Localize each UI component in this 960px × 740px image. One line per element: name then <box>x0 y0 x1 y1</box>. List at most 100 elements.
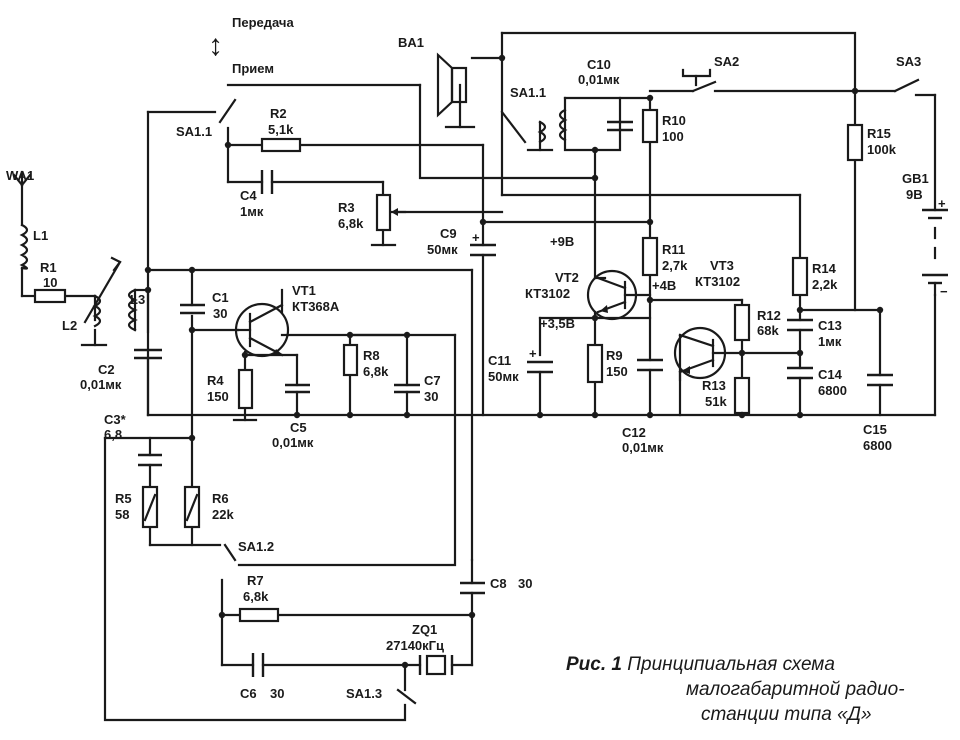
label-c6: C6 <box>240 686 257 701</box>
label-r1-value: 10 <box>43 275 57 290</box>
transistor-vt2 <box>586 269 652 321</box>
resistor-r14 <box>791 256 809 297</box>
label-r10: R10 <box>662 113 686 128</box>
label-r11-value: 2,7k <box>662 258 688 273</box>
label-c8-value: 30 <box>518 576 532 591</box>
label-r3: R3 <box>338 200 355 215</box>
coil-output <box>558 108 568 142</box>
label-gb1-value: 9В <box>906 187 923 202</box>
label-r14: R14 <box>812 261 837 276</box>
label-r8-value: 6,8k <box>363 364 389 379</box>
label-r3-value: 6,8k <box>338 216 364 231</box>
label-c10: C10 <box>587 57 611 72</box>
label-c1: C1 <box>212 290 229 305</box>
caption-line-2: малогабаритной радио- <box>686 679 905 700</box>
label-c11-value: 50мк <box>488 369 519 384</box>
capacitor-c2 <box>134 348 162 360</box>
label-gb1: GB1 <box>902 171 929 186</box>
label-vt1-type: КТ368А <box>292 299 340 314</box>
label-c9-value: 50мк <box>427 242 458 257</box>
label-r10-value: 100 <box>662 129 684 144</box>
label-c5: C5 <box>290 420 307 435</box>
label-r15-value: 100k <box>867 142 897 157</box>
label-c12: C12 <box>622 425 646 440</box>
resistor-r10 <box>641 108 659 144</box>
label-r7: R7 <box>247 573 264 588</box>
label-vt1: VT1 <box>292 283 316 298</box>
l2-tuning-arrow <box>83 260 122 324</box>
l2-tuning-mark <box>110 256 122 272</box>
coil-l1 <box>19 223 29 270</box>
resistor-r13 <box>733 376 751 415</box>
label-transmit: Передача <box>232 15 294 30</box>
resistor-r5 <box>141 485 159 529</box>
label-r5-value: 58 <box>115 507 129 522</box>
label-voltage-9v: +9В <box>550 234 574 249</box>
figure-caption: Рис. 1 Принципиальная схема малогабаритн… <box>566 652 946 727</box>
label-c4-value: 1мк <box>240 204 264 219</box>
label-ba1: BA1 <box>398 35 424 50</box>
transistor-vt3 <box>673 326 727 382</box>
c11-plus-mark: + <box>529 346 537 361</box>
label-receive: Прием <box>232 61 274 76</box>
label-voltage-4v: +4В <box>652 278 676 293</box>
resistor-r7 <box>238 607 280 623</box>
label-r11: R11 <box>662 242 685 257</box>
figure-number: Рис. 1 <box>566 654 622 675</box>
label-vt3-type: КТ3102 <box>695 274 740 289</box>
label-sa3: SA3 <box>896 54 921 69</box>
c9-plus-mark: + <box>472 230 480 245</box>
label-wa1: WA1 <box>6 168 34 183</box>
label-r9: R9 <box>606 348 623 363</box>
label-c2-value: 0,01мк <box>80 377 122 392</box>
junction-dots <box>144 54 884 669</box>
switch-sa2 <box>681 68 717 93</box>
resistor-r8 <box>342 343 359 377</box>
label-sa2: SA2 <box>714 54 739 69</box>
label-c14: C14 <box>818 367 843 382</box>
capacitor-c4 <box>260 170 274 194</box>
label-c6-value: 30 <box>270 686 284 701</box>
label-c3: C3* <box>104 412 127 427</box>
label-r14-value: 2,2k <box>812 277 838 292</box>
caption-line-1: Рис. 1 Принципиальная схема <box>566 652 946 677</box>
updown-arrow-icon: ↕ <box>208 29 223 62</box>
label-l3: L3 <box>130 292 145 307</box>
label-r6: R6 <box>212 491 229 506</box>
label-r4: R4 <box>207 373 224 388</box>
label-sa1-1-right: SA1.1 <box>510 85 546 100</box>
capacitor-c5 <box>285 383 310 394</box>
resistor-r9 <box>586 343 604 384</box>
resistor-r4 <box>237 368 254 410</box>
label-c13-value: 1мк <box>818 334 842 349</box>
label-r9-value: 150 <box>606 364 628 379</box>
label-zq1-value: 27140кГц <box>386 638 444 653</box>
label-r4-value: 150 <box>207 389 229 404</box>
label-c13: C13 <box>818 318 842 333</box>
resistor-r11 <box>641 236 659 277</box>
crystal-zq1 <box>418 654 454 676</box>
capacitor-c11 <box>527 360 553 374</box>
capacitor-c15 <box>867 373 893 387</box>
label-c11: C11 <box>488 353 511 368</box>
label-c5-value: 0,01мк <box>272 435 314 450</box>
label-sa1-2: SA1.2 <box>238 539 274 554</box>
label-r2-value: 5,1k <box>268 122 294 137</box>
coil-sa1-1 <box>537 120 547 144</box>
label-c2: C2 <box>98 362 115 377</box>
label-c12-value: 0,01мк <box>622 440 664 455</box>
label-r2: R2 <box>270 106 287 121</box>
label-r15: R15 <box>867 126 891 141</box>
capacitor-c13 <box>787 318 813 332</box>
gb1-plus-mark: + <box>938 196 946 211</box>
label-c7-value: 30 <box>424 389 438 404</box>
resistor-r15 <box>846 123 864 162</box>
gb1-minus-mark: − <box>940 284 948 299</box>
label-c4: C4 <box>240 188 257 203</box>
label-r13-value: 51k <box>705 394 727 409</box>
label-c10-value: 0,01мк <box>578 72 620 87</box>
resistor-r1 <box>33 288 67 304</box>
label-vt2: VT2 <box>555 270 579 285</box>
label-c14-value: 6800 <box>818 383 847 398</box>
